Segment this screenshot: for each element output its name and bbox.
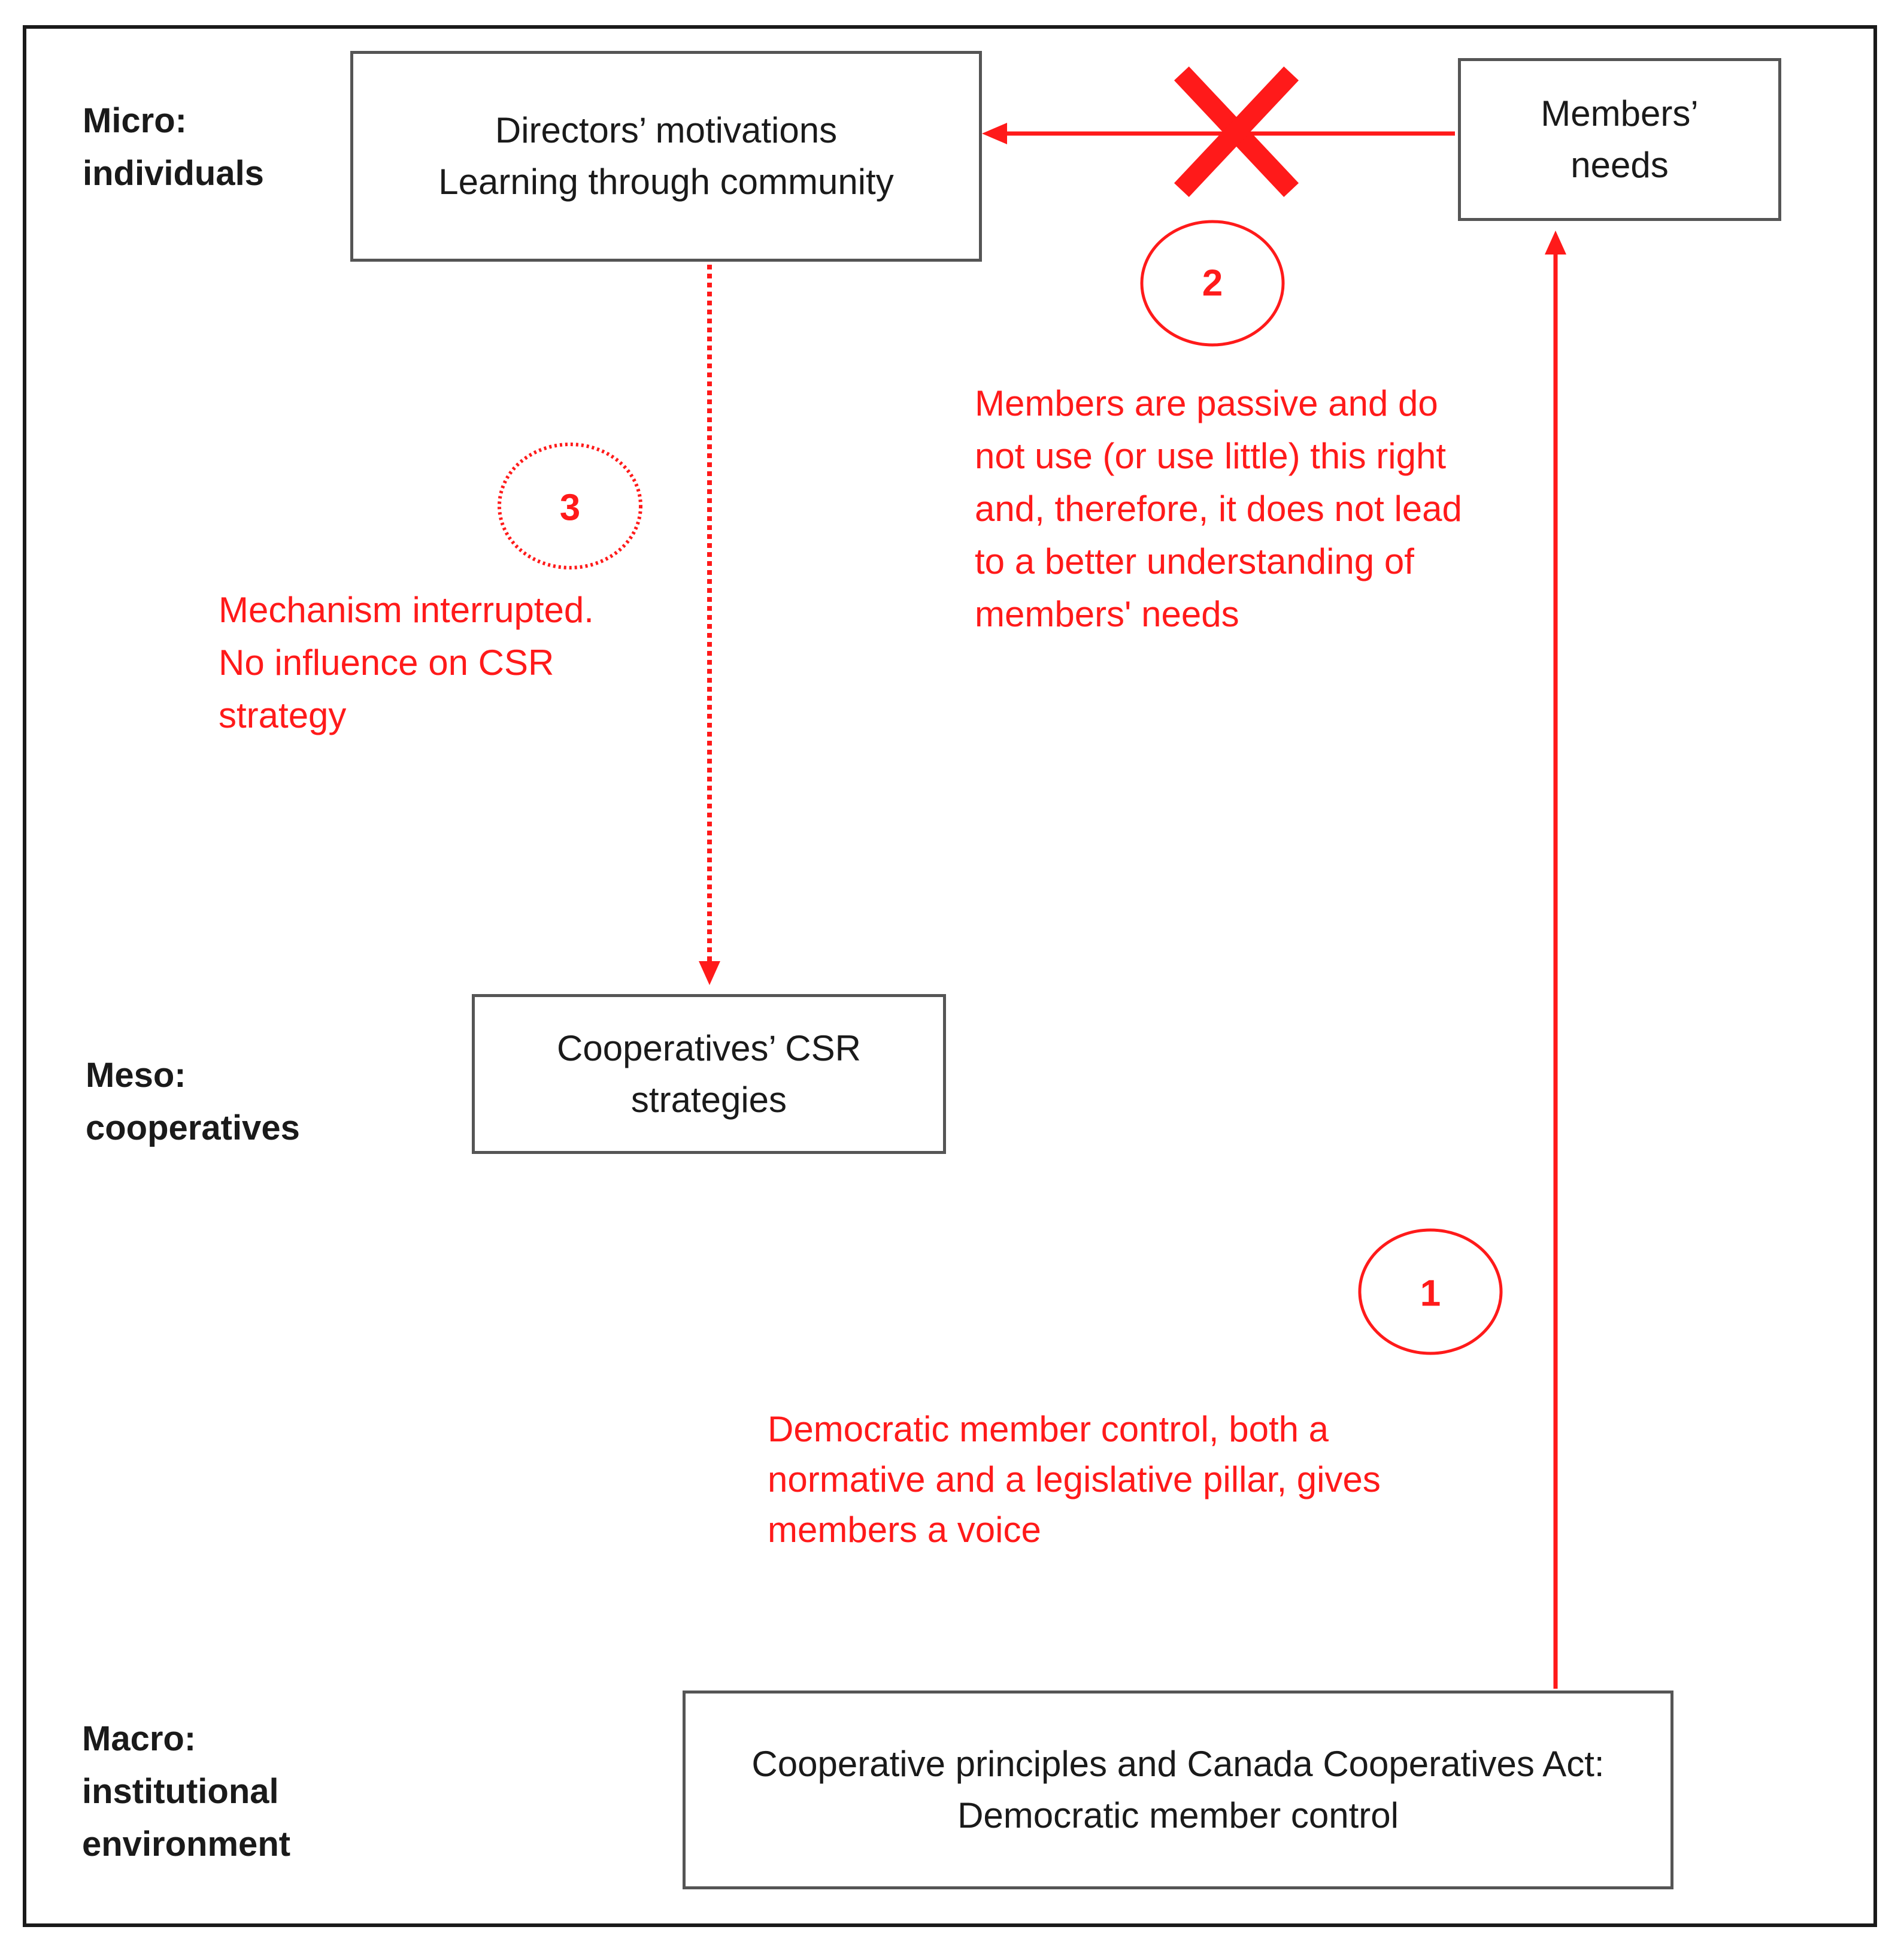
outer-frame (23, 25, 1877, 1927)
marker-1: 1 (1420, 1273, 1441, 1314)
blocked-cross-icon (1174, 66, 1299, 198)
circle-1 (1358, 1228, 1503, 1355)
note-mechanism-interrupted: Mechanism interrupted. No influence on C… (219, 590, 594, 735)
level-micro: Micro: individuals (83, 101, 264, 193)
level-macro: Macro: institutional environment (82, 1719, 291, 1864)
circle-3 (498, 443, 642, 569)
arrow-head-up (1545, 231, 1566, 255)
box-cooperative-principles: Cooperative principles and Canada Cooper… (683, 1691, 1673, 1889)
marker-3: 3 (559, 487, 581, 529)
arrow-head-down (699, 961, 720, 985)
box-directors-motivations: Directors’ motivations Learning through … (350, 51, 982, 262)
box-csr-strategies: Cooperatives’ CSR strategies (472, 994, 946, 1154)
note-members-passive: Members are passive and do not use (or u… (975, 383, 1462, 634)
note-democratic-control: Democratic member control, both a normat… (768, 1409, 1381, 1550)
arrow-head-left (982, 123, 1007, 144)
marker-2: 2 (1202, 262, 1223, 304)
box-members-needs: Members’ needs (1458, 58, 1781, 221)
level-meso: Meso: cooperatives (86, 1056, 300, 1147)
circle-2 (1140, 220, 1285, 347)
